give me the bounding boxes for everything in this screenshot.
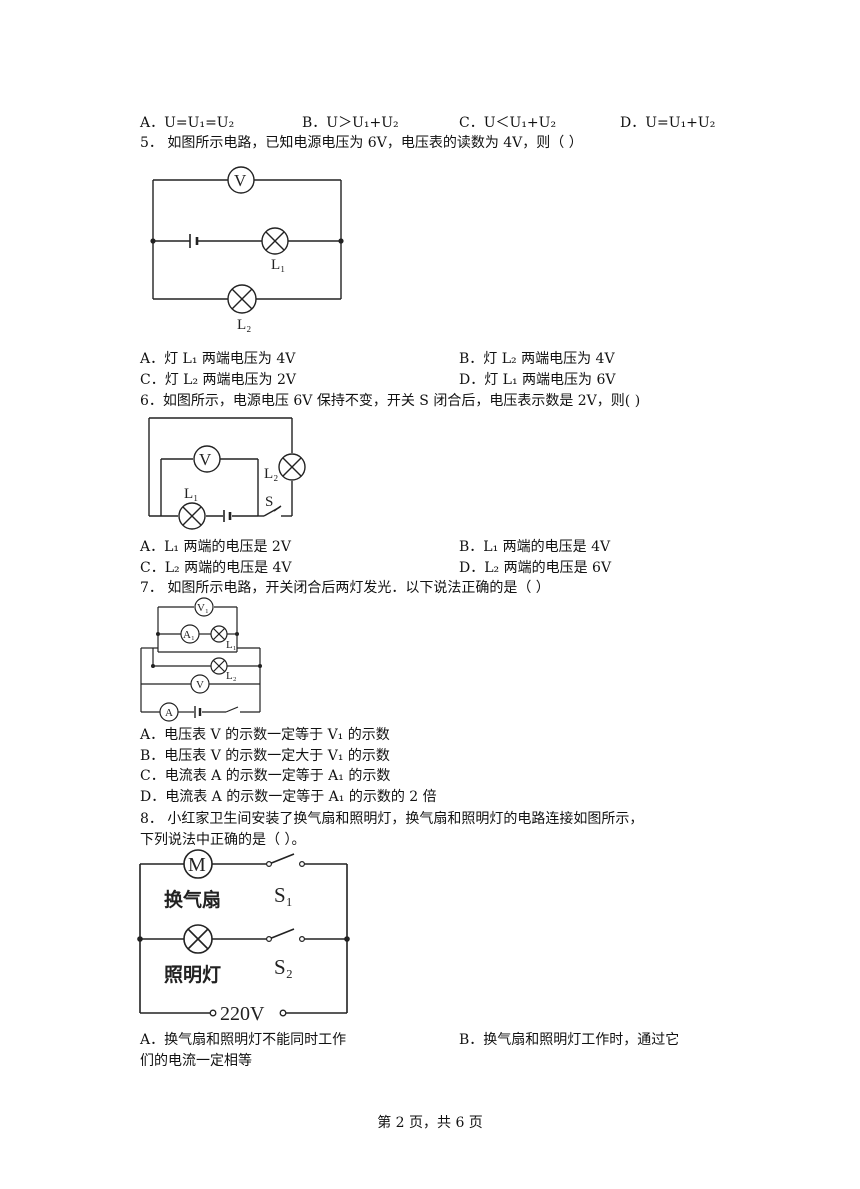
q4-option-b: B．U＞U₁+U₂ bbox=[302, 115, 399, 131]
q6-option-c: C．L₂ 两端的电压是 4V bbox=[140, 560, 292, 576]
q6-circuit-diagram: V L₁ L₂ S bbox=[148, 417, 306, 530]
q7-v1-label: V₁ bbox=[197, 602, 209, 614]
q6-option-a: A．L₁ 两端的电压是 2V bbox=[140, 539, 291, 555]
q5-option-a: A．灯 L₁ 两端电压为 4V bbox=[140, 351, 296, 367]
q6-option-b: B．L₁ 两端的电压是 4V bbox=[459, 539, 611, 555]
page-footer: 第 2 页，共 6 页 bbox=[377, 1115, 483, 1131]
q7-option-b: B．电压表 V 的示数一定大于 V₁ 的示数 bbox=[140, 748, 390, 764]
q8-stem-line2: 下列说法中正确的是（ ）。 bbox=[140, 832, 306, 848]
q7-a-label: A bbox=[165, 707, 173, 719]
q8-source-label: 220V bbox=[220, 1003, 265, 1025]
q8-option-b-line2: 们的电流一定相等 bbox=[140, 1053, 252, 1069]
q5-option-c: C．灯 L₂ 两端电压为 2V bbox=[140, 372, 296, 388]
q5-voltmeter-label: V bbox=[234, 171, 247, 190]
q6-stem: 6．如图所示，电源电压 6V 保持不变，开关 S 闭合后，电压表示数是 2V，则… bbox=[140, 393, 641, 409]
q8-switch1-label: S₁ bbox=[274, 883, 293, 907]
q4-option-d: D．U=U₁+U₂ bbox=[620, 115, 716, 131]
q8-light-label: 照明灯 bbox=[164, 964, 221, 986]
q5-lamp2-label: L₂ bbox=[237, 317, 251, 333]
q8-fan-label: 换气扇 bbox=[164, 888, 221, 911]
q7-lamp1-label: L₁ bbox=[226, 639, 237, 651]
q8-circuit-diagram: M 换气扇 照明灯 S₁ S₂ 220V bbox=[137, 849, 350, 1025]
q6-voltmeter-label: V bbox=[199, 450, 212, 469]
q7-option-c: C．电流表 A 的示数一定等于 A₁ 的示数 bbox=[140, 768, 391, 784]
q7-option-a: A．电压表 V 的示数一定等于 V₁ 的示数 bbox=[140, 727, 390, 743]
q5-stem: 5． 如图所示电路，已知电源电压为 6V，电压表的读数为 4V，则（ ） bbox=[140, 135, 583, 151]
q6-switch-label: S bbox=[265, 494, 273, 510]
q8-option-a: A．换气扇和照明灯不能同时工作 bbox=[140, 1032, 347, 1048]
q5-circuit-diagram: V L₁ L₂ bbox=[150, 166, 344, 333]
q7-option-d: D．电流表 A 的示数一定等于 A₁ 的示数的 2 倍 bbox=[140, 789, 437, 805]
q6-lamp1-label: L₁ bbox=[184, 486, 198, 502]
q7-circuit-diagram: V₁ A₁ L₁ L₂ V A bbox=[140, 597, 262, 722]
q8-stem-line1: 8． 小红家卫生间安装了换气扇和照明灯，换气扇和照明灯的电路连接如图所示， bbox=[140, 811, 644, 827]
q5-option-b: B．灯 L₂ 两端电压为 4V bbox=[459, 351, 615, 367]
q8-switch2-label: S₂ bbox=[274, 955, 293, 979]
q7-v-label: V bbox=[196, 679, 204, 691]
q5-lamp1-label: L₁ bbox=[271, 257, 285, 273]
q6-option-d: D．L₂ 两端的电压是 6V bbox=[459, 560, 612, 576]
q4-option-a: A．U=U₁=U₂ bbox=[140, 115, 235, 131]
q7-lamp2-label: L₂ bbox=[226, 670, 237, 682]
q8-motor-label: M bbox=[188, 854, 206, 876]
q5-option-d: D．灯 L₁ 两端电压为 6V bbox=[459, 372, 616, 388]
q4-option-c: C．U＜U₁+U₂ bbox=[459, 115, 557, 131]
q7-a1-label: A₁ bbox=[183, 629, 195, 641]
q6-lamp2-label: L₂ bbox=[264, 466, 278, 482]
q8-option-b-line1: B．换气扇和照明灯工作时，通过它 bbox=[459, 1032, 680, 1048]
q7-stem: 7． 如图所示电路，开关闭合后两灯发光．以下说法正确的是（ ） bbox=[140, 580, 550, 596]
